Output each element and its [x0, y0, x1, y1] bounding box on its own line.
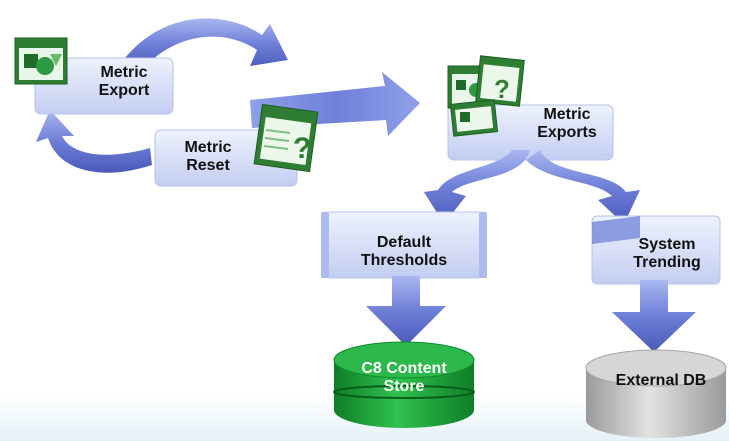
system-trending-line-1: System	[638, 236, 696, 253]
external-db-cylinder	[585, 349, 727, 438]
window-shapes-icon	[14, 37, 68, 85]
split-arrow-left	[424, 150, 530, 224]
system-trending-line-2: Trending	[633, 254, 701, 271]
metric-export-panel	[34, 57, 174, 115]
metric-exports-label: Metric Exports	[522, 106, 612, 142]
default-thresholds-line-1: Default	[376, 234, 432, 251]
arrow-to-external-db	[612, 280, 696, 352]
window-question-icon: ?	[253, 103, 319, 173]
external-db-line: External DB	[615, 372, 707, 389]
trending-graph-mark	[592, 216, 640, 244]
thresholds-left-bracket	[321, 212, 329, 278]
metric-reset-line-1: Metric	[184, 139, 232, 156]
arrow-to-content-store	[366, 276, 446, 346]
metric-exports-line-1: Metric	[543, 106, 591, 123]
cycle-arrow-left	[36, 110, 152, 173]
metric-export-label: Metric Export	[84, 64, 164, 100]
metric-reset-line-2: Reset	[186, 157, 230, 174]
window-shapes-question-icon: ?	[447, 55, 525, 137]
external-db-label: External DB	[596, 372, 726, 390]
metric-exports-line-2: Exports	[537, 124, 597, 141]
default-thresholds-label: Default Thresholds	[345, 234, 463, 270]
thresholds-right-bracket	[479, 212, 487, 278]
metric-export-line-2: Export	[98, 82, 150, 99]
metric-reset-label: Metric Reset	[168, 139, 248, 175]
default-thresholds-line-2: Thresholds	[360, 252, 448, 269]
c8-content-store-label: C8 Content Store	[344, 360, 464, 396]
c8-content-store-line-2: Store	[383, 378, 425, 395]
svg-text:?: ?	[293, 132, 311, 165]
metric-export-line-1: Metric	[100, 64, 148, 81]
c8-content-store-cylinder	[333, 341, 475, 428]
svg-text:?: ?	[494, 74, 510, 104]
cycle-arrow-top	[125, 18, 288, 70]
split-arrow-right	[526, 150, 640, 224]
c8-content-store-line-1: C8 Content	[361, 360, 447, 377]
system-trending-label: System Trending	[614, 236, 720, 272]
